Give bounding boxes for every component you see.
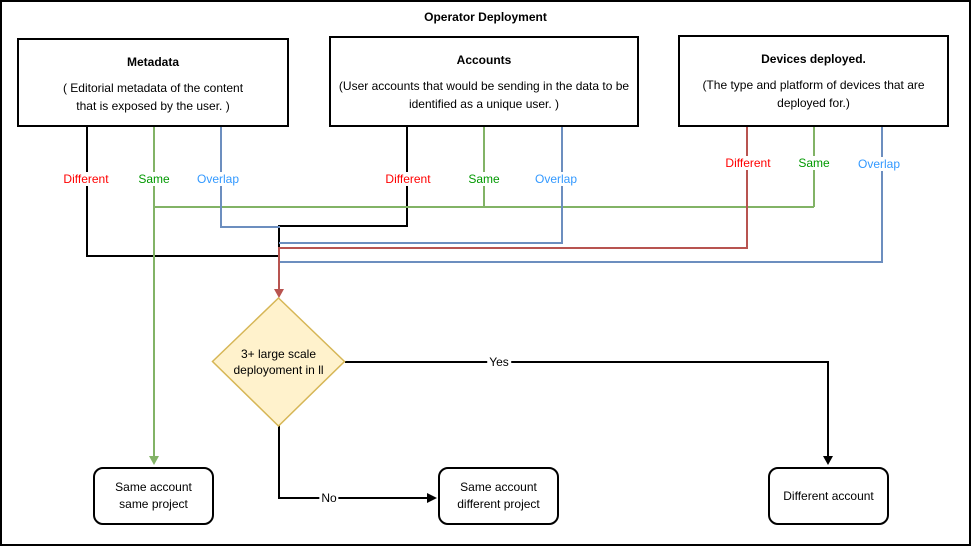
label-accounts-overlap: Overlap	[532, 172, 580, 186]
label-devices-different: Different	[723, 156, 773, 170]
node-accounts: Accounts (User accounts that would be se…	[329, 36, 639, 127]
label-no: No	[319, 491, 339, 505]
connector-accounts-overlap-horizontal	[279, 242, 563, 244]
label-metadata-overlap: Overlap	[194, 172, 242, 186]
label-metadata-same: Same	[136, 172, 172, 186]
connector-no-horizontal	[278, 497, 428, 499]
connector-decision-no-vertical	[278, 425, 280, 499]
node-devices-title: Devices deployed.	[761, 52, 866, 66]
connector-junction-vertical	[278, 225, 280, 257]
label-accounts-same: Same	[466, 172, 502, 186]
node-decision-text: 3+ large scale deployoment in ll	[233, 347, 324, 377]
connector-metadata-different-vertical	[86, 127, 88, 257]
connector-decision-inbound-vertical	[278, 247, 280, 289]
connector-devices-different-horizontal	[278, 247, 748, 249]
label-metadata-different: Different	[61, 172, 111, 186]
diagram-title: Operator Deployment	[424, 10, 547, 24]
connector-metadata-same-vertical	[153, 127, 155, 457]
arrowhead-into-different-project-icon	[427, 493, 437, 503]
label-devices-same: Same	[796, 156, 832, 170]
node-accounts-title: Accounts	[456, 53, 512, 67]
connector-accounts-same-vertical	[483, 127, 485, 207]
node-outcome-different-account: Different account	[768, 467, 889, 525]
connector-devices-overlap-horizontal	[279, 261, 883, 263]
node-metadata-body: ( Editorial metadata of the content that…	[62, 81, 244, 113]
connector-accounts-different-horizontal	[279, 225, 408, 227]
connector-yes-horizontal	[345, 361, 829, 363]
node-metadata: Metadata ( Editorial metadata of the con…	[17, 38, 289, 127]
arrowhead-into-same-project-icon	[149, 456, 159, 465]
label-accounts-different: Different	[383, 172, 433, 186]
node-devices-body: (The type and platform of devices that a…	[702, 78, 925, 110]
label-devices-overlap: Overlap	[855, 157, 903, 171]
label-yes: Yes	[487, 355, 511, 369]
connector-yes-vertical	[827, 361, 829, 457]
node-outcome-different-project: Same account different project	[438, 467, 559, 525]
node-decision-shape	[211, 297, 346, 427]
arrowhead-into-decision-icon	[274, 289, 284, 298]
node-outcome-same-project: Same account same project	[93, 467, 214, 525]
node-accounts-body: (User accounts that would be sending in …	[338, 79, 630, 111]
connector-metadata-overlap-horizontal	[220, 226, 280, 228]
node-devices: Devices deployed. (The type and platform…	[678, 35, 949, 127]
connector-devices-different-vertical	[746, 127, 748, 248]
connector-metadata-different-horizontal	[86, 255, 280, 257]
arrowhead-into-different-account-icon	[823, 456, 833, 465]
connector-devices-overlap-vertical	[881, 127, 883, 262]
node-metadata-title: Metadata	[126, 55, 179, 69]
